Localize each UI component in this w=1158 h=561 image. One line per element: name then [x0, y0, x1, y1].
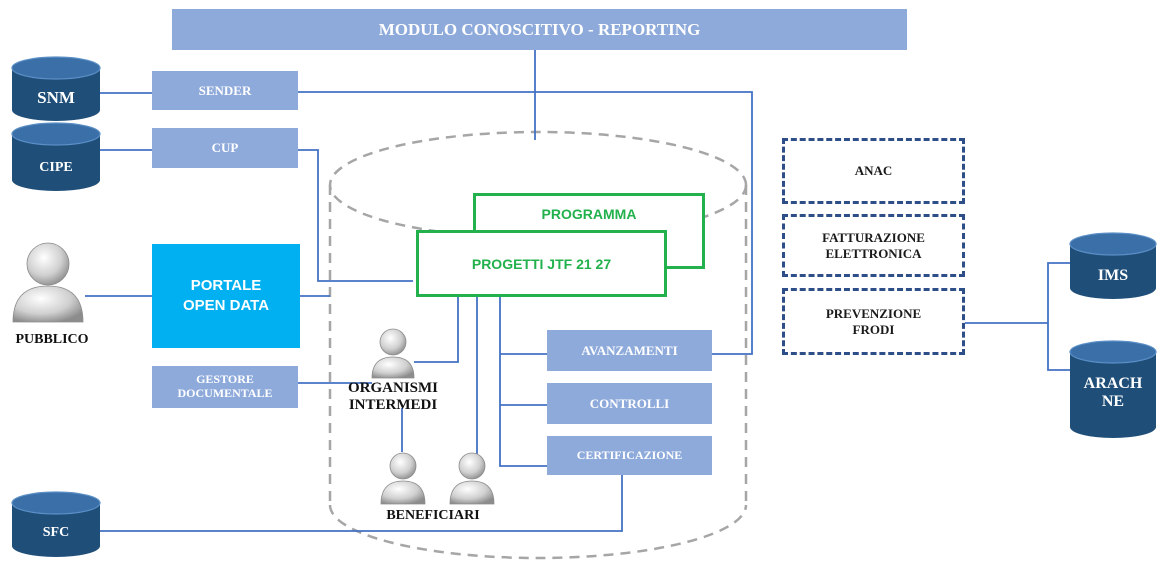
person-pubblico-icon	[12, 242, 84, 323]
database-ims-icon	[1069, 232, 1157, 299]
reporting-module-header: MODULO CONOSCITIVO - REPORTING	[172, 9, 907, 50]
connector-sfc-certificazione	[99, 475, 623, 532]
database-snm-icon	[11, 56, 101, 121]
connector-progetti-organismi	[414, 297, 459, 363]
snm-label: SNM	[37, 88, 75, 107]
connector-progetti-modules	[499, 297, 547, 467]
database-sfc-icon	[11, 491, 101, 557]
database-cipe-icon	[11, 122, 101, 191]
person-beneficiario-2-icon	[449, 452, 495, 505]
connector-sender-avanzamenti	[298, 91, 753, 355]
connector-ims-arachne	[1047, 262, 1075, 371]
progetti-box: PROGETTI JTF 21 27	[416, 230, 667, 297]
controlli-box: CONTROLLI	[547, 383, 712, 424]
ims-label: IMS	[1097, 267, 1129, 284]
anac-box: ANAC	[782, 138, 965, 204]
certificazione-box: CERTIFICAZIONE	[547, 436, 712, 475]
sfc-label: SFC	[42, 525, 70, 540]
arachne-label: ARACH NE	[1083, 374, 1143, 410]
pubblico-label: PUBBLICO	[15, 332, 89, 347]
sender-box: SENDER	[152, 71, 298, 110]
person-beneficiario-1-icon	[380, 452, 426, 505]
connector-cup-progetti	[298, 149, 413, 282]
cipe-label: CIPE	[39, 160, 73, 175]
database-arachne-icon	[1069, 340, 1157, 438]
avanzamenti-box: AVANZAMENTI	[547, 330, 712, 371]
gestore-documentale-box: GESTORE DOCUMENTALE	[152, 366, 298, 408]
prevenzione-frodi-box: PREVENZIONE FRODI	[782, 288, 965, 355]
cup-box: CUP	[152, 128, 298, 168]
fatturazione-elettronica-box: FATTURAZIONE ELETTRONICA	[782, 214, 965, 277]
cylinder-bottom-arc	[328, 504, 748, 560]
organismi-intermedi-label: ORGANISMI INTERMEDI	[347, 380, 438, 413]
beneficiari-label: BENEFICIARI	[386, 508, 480, 523]
connector-lines	[85, 50, 1075, 532]
portale-open-data-box: PORTALE OPEN DATA	[152, 244, 300, 348]
person-organismi-icon	[371, 328, 415, 379]
